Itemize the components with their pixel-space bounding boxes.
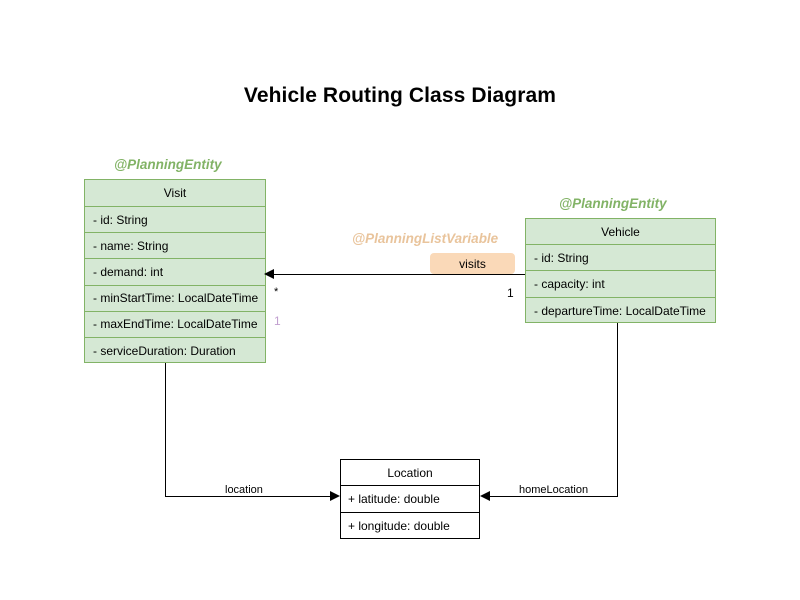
class-attribute: - id: String	[85, 207, 265, 234]
class-name-visit: Visit	[85, 180, 265, 207]
class-attribute: + longitude: double	[348, 518, 450, 533]
arrowhead-visit	[264, 269, 274, 279]
association-label-location: location	[225, 484, 263, 496]
page-title: Vehicle Routing Class Diagram	[243, 84, 557, 107]
association-line-vehicle-location-horizontal	[490, 496, 618, 497]
association-label-visits: visits	[430, 253, 515, 274]
class-attribute: - demand: int	[85, 259, 265, 286]
stereotype-planning-list-variable: @PlanningListVariable	[352, 231, 499, 246]
association-label-home-location: homeLocation	[519, 484, 589, 496]
stereotype-vehicle: @PlanningEntity	[559, 196, 667, 211]
class-box-vehicle[interactable]: Vehicle - id: String - capacity: int - d…	[525, 218, 716, 323]
class-attribute: - minStartTime: LocalDateTime	[85, 286, 265, 312]
multiplicity-visit-one: 1	[274, 314, 281, 328]
class-box-visit[interactable]: Visit - id: String - name: String - dema…	[84, 179, 266, 363]
class-name-location: Location	[341, 460, 479, 486]
class-attribute: + latitude: double	[341, 486, 479, 513]
class-attribute: - capacity: int	[526, 271, 715, 298]
multiplicity-vehicle-one: 1	[507, 286, 514, 300]
arrowhead-location-from-vehicle	[480, 491, 490, 501]
class-name-vehicle: Vehicle	[526, 219, 715, 245]
association-line-visit-location-horizontal	[165, 496, 332, 497]
class-attribute: - name: String	[85, 233, 265, 260]
class-attribute: - maxEndTime: LocalDateTime	[85, 312, 265, 338]
association-line-visit-location-vertical	[165, 363, 166, 497]
multiplicity-visit-star: *	[274, 286, 279, 298]
class-box-location[interactable]: Location + latitude: double + longitude:…	[340, 459, 480, 539]
class-attribute: - departureTime: LocalDateTime	[534, 303, 706, 318]
stereotype-visit: @PlanningEntity	[114, 157, 222, 172]
association-line-vehicle-visit	[272, 274, 525, 275]
association-line-vehicle-location-vertical	[617, 323, 618, 497]
class-attribute: - serviceDuration: Duration	[93, 344, 236, 359]
arrowhead-location-from-visit	[330, 491, 340, 501]
class-attribute: - id: String	[526, 245, 715, 272]
